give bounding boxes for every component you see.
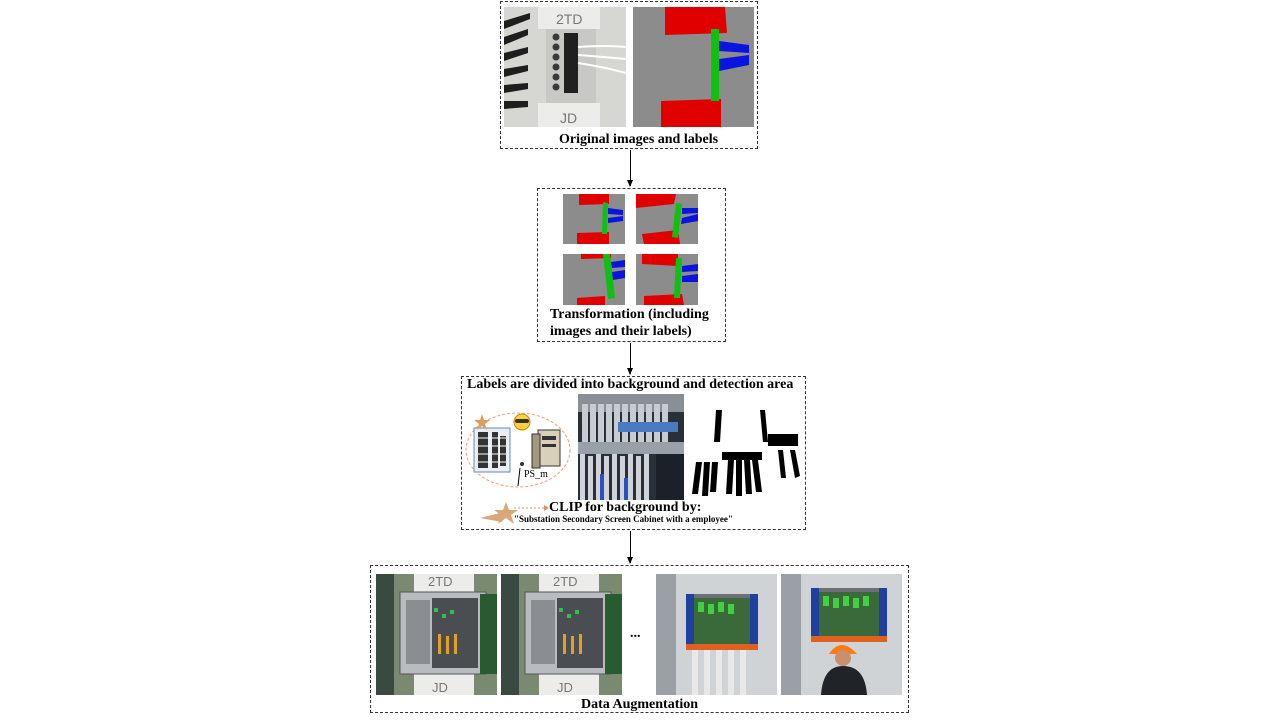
augmented-photo-4 xyxy=(781,574,902,695)
transformation-caption-line2: images and their labels) xyxy=(550,324,692,339)
augmented-photo-1: 2TD JD xyxy=(376,574,497,695)
transformed-mask-2 xyxy=(636,194,698,244)
background-detection-box xyxy=(461,376,806,530)
augmented-photo-2-label-jd: JD xyxy=(557,680,573,695)
arrow-1 xyxy=(627,150,633,187)
augmented-photo-1-label-2td: 2TD xyxy=(428,574,453,589)
cabinet-background-photo xyxy=(578,394,684,500)
background-detection-title: Labels are divided into background and d… xyxy=(467,377,794,392)
photo-label-2td: 2TD xyxy=(556,11,582,27)
transformed-mask-1 xyxy=(563,194,625,244)
augmented-photo-1-label-jd: JD xyxy=(432,680,448,695)
arrow-3 xyxy=(627,531,633,564)
transformed-mask-3 xyxy=(563,254,625,305)
original-label-mask xyxy=(633,7,754,127)
data-augmentation-box xyxy=(370,565,909,713)
transformation-box xyxy=(537,188,726,342)
clip-arrow-icon xyxy=(478,496,550,530)
augmented-photo-3 xyxy=(656,574,777,695)
augmentation-ellipsis: ... xyxy=(630,626,641,641)
transformation-caption-line1: Transformation (including xyxy=(550,307,709,322)
employee-cabinet-illustration: PS_m xyxy=(464,410,572,490)
original-caption: Original images and labels xyxy=(559,132,719,147)
ps-m-icon-label: PS_m xyxy=(524,469,548,480)
original-images-box xyxy=(500,1,758,149)
data-augmentation-caption: Data Augmentation xyxy=(581,697,699,712)
photo-label-jd: JD xyxy=(560,110,577,126)
arrow-2 xyxy=(627,343,633,375)
transformed-mask-4 xyxy=(636,254,698,305)
augmented-photo-2: 2TD JD xyxy=(501,574,622,695)
clip-prompt: "Substation Secondary Screen Cabinet wit… xyxy=(514,514,733,524)
original-terminal-photo: 2TD JD xyxy=(504,7,626,127)
detection-area-mask xyxy=(688,396,804,500)
augmented-photo-2-label-2td: 2TD xyxy=(553,574,578,589)
clip-caption: CLIP for background by: xyxy=(549,500,702,515)
